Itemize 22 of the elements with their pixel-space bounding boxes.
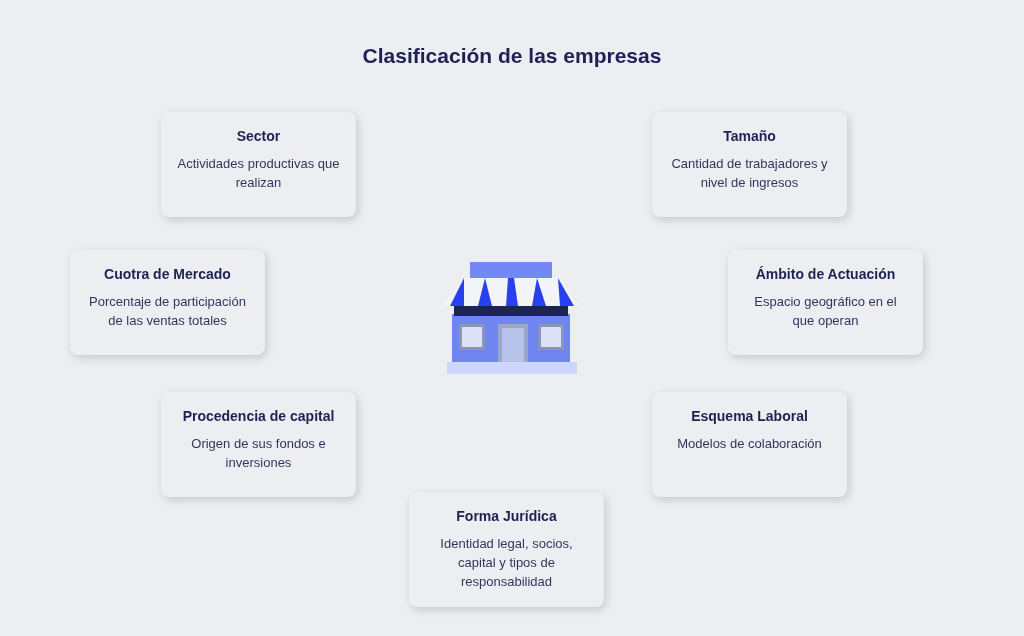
card-heading: Esquema Laboral [690,408,809,424]
category-card [409,492,604,607]
card-heading: Procedencia de capital [181,408,336,424]
card-description: Identidad legal, socios, capital y tipos de responsabilidad [439,535,574,591]
diagram-title: Clasificación de las empresas [361,44,663,68]
card-description: Modelos de colaboración [676,435,823,453]
category-card [161,392,356,497]
category-card [652,392,847,497]
card-heading: Tamaño [722,128,777,144]
category-card [70,250,265,355]
card-description: Origen de sus fondos e inversiones [190,435,327,472]
card-heading: Ámbito de Actuación [754,266,897,282]
card-heading: Forma Jurídica [455,508,558,524]
category-card [161,112,356,217]
card-heading: Cuotra de Mercado [103,266,232,282]
card-description: Espacio geográfico en el que operan [753,293,898,330]
category-card [728,250,923,355]
card-description: Porcentaje de participación de las ventas totales [88,293,247,330]
card-heading: Sector [235,128,282,144]
category-card [652,112,847,217]
card-description: Cantidad de trabajadores y nivel de ingresos [670,155,829,192]
card-description: Actividades productivas que realizan [176,155,341,192]
